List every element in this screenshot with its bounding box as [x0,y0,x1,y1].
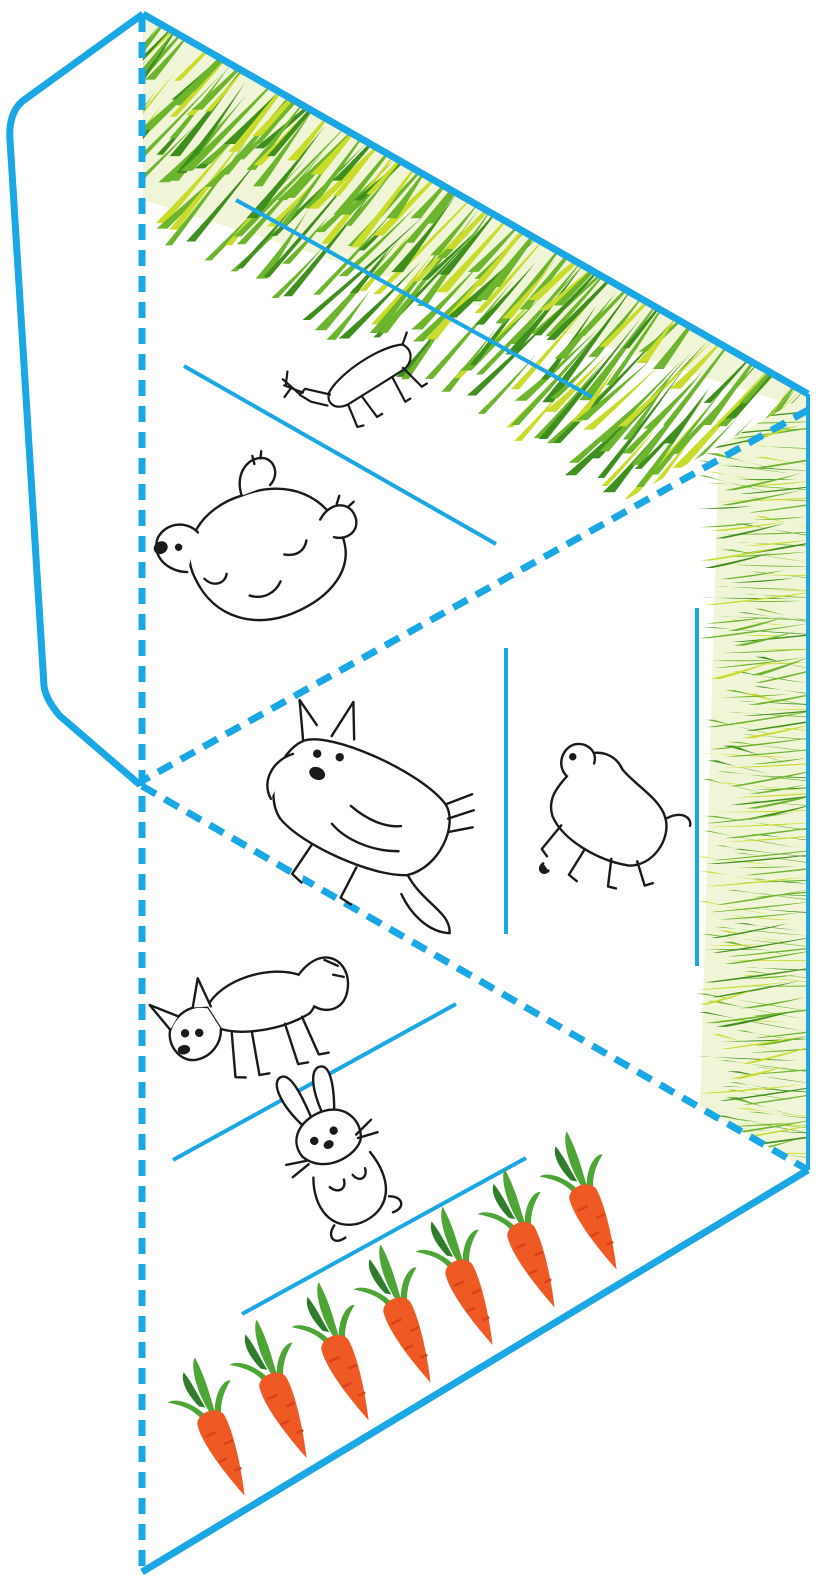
wolf-icon [232,682,520,946]
glue-tab-outline [10,14,143,785]
rabbit-icon [249,1049,415,1246]
grass-top-strip [81,0,816,539]
fox-icon [147,953,362,1092]
lamb-icon [510,736,702,923]
grass-right-strip [695,394,816,1170]
outer-edge-bottom [142,1170,808,1572]
writing-lines [173,200,697,1314]
